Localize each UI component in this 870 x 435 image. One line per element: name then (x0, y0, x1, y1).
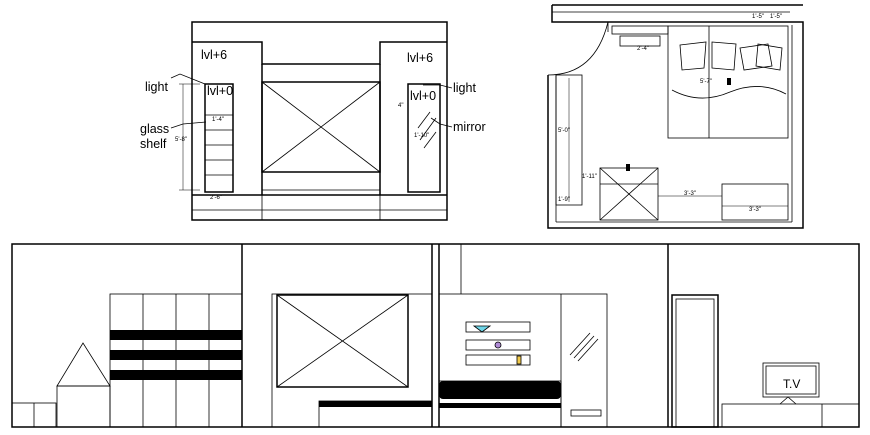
section-shelf-band (110, 370, 242, 380)
door-swing-arc (547, 21, 609, 76)
plan-pillow (739, 43, 773, 71)
plan-side-cabinet (721, 183, 789, 221)
plan-pillow (711, 41, 737, 71)
dim-mirror-width: 1'-10" (414, 133, 429, 139)
section-glass-shelf (465, 321, 531, 333)
bedroom-section-elevation: T.V (11, 243, 860, 428)
section-drawer (570, 409, 602, 417)
section-mirror-hatch (573, 335, 595, 359)
light-label-left: light (145, 80, 168, 94)
plan-dim-door: 2'-4" (637, 46, 649, 52)
plan-door-panel (619, 35, 661, 47)
section-mirror-hatch (569, 332, 591, 356)
section-door (671, 294, 719, 428)
section-bed-line (439, 403, 561, 408)
leader-light-right (423, 84, 453, 89)
plan-dim-cabinet-mid: 3'-3" (684, 191, 696, 197)
section-television-stand (779, 396, 797, 405)
plan-desk-diagonal (599, 167, 659, 221)
mirror-hatch (417, 111, 431, 129)
level-label-left-top: lvl+6 (201, 48, 227, 62)
plan-dim-desk: 1'-11" (582, 174, 597, 180)
section-outline (11, 243, 860, 428)
section-shelf-decor (494, 341, 502, 349)
plan-dim-cabinet-right: 3'-3" (749, 207, 761, 213)
mirror-hatch (423, 131, 437, 149)
dim-shelf-height: 5'-8" (175, 137, 187, 143)
bedroom-floor-plan: 1'-5" 1'-5" 2'-4" 5'-7" 5'-0" 1'-11" 1'-… (547, 4, 804, 229)
level-label-right-top: lvl+6 (407, 51, 433, 65)
glass-label: glass (140, 122, 169, 136)
plan-desk-marker (626, 164, 630, 171)
plan-pillow (755, 43, 783, 71)
section-shelf-decor (472, 325, 492, 333)
plan-dim-top-a: 1'-5" (752, 14, 764, 20)
level-label-left-bottom: lvl+0 (207, 84, 233, 98)
plan-outer-wall (547, 5, 804, 229)
plan-bed (667, 25, 789, 139)
section-triangle-base (56, 385, 111, 428)
section-bed-headboard (439, 381, 561, 399)
mirror-hatch (419, 117, 437, 141)
plan-dim-bed: 5'-7" (700, 79, 712, 85)
section-shelf-band (110, 330, 242, 340)
dim-shelf-gap: 1'-4" (212, 117, 224, 123)
plan-dim-cabinet-left: 1'-9" (558, 197, 570, 203)
section-tv-panel (276, 294, 409, 388)
section-glass-shelf (465, 339, 531, 351)
section-shelf-band (110, 350, 242, 360)
shelf-label: shelf (140, 137, 167, 151)
glass-shelf-unit (204, 83, 234, 193)
tv-label: T.V (783, 377, 800, 391)
mirror-label: mirror (453, 120, 486, 134)
leader-glass-shelf (170, 121, 207, 129)
plan-bed-sheet-fold (671, 86, 787, 99)
light-label-right: light (453, 81, 476, 95)
plan-top-cabinet (611, 25, 669, 35)
plan-dim-wall-left: 5'-0" (558, 128, 570, 134)
plan-wardrobe (555, 74, 583, 206)
section-bed-mattress (319, 401, 432, 407)
level-label-right-bottom: lvl+0 (410, 89, 436, 103)
dim-base: 2'-6" (210, 195, 222, 201)
plan-pillow (679, 41, 707, 71)
elevation-center-panel (261, 81, 381, 173)
wardrobe-elevation: lvl+6 lvl+0 lvl+6 lvl+0 light light glas… (140, 21, 486, 221)
leader-light-left (170, 73, 206, 85)
mirror-panel (407, 83, 441, 193)
section-television-screen (765, 365, 817, 395)
section-television (762, 362, 820, 398)
section-panel-diagonal (276, 294, 409, 388)
dim-mirror-side: 4" (398, 103, 403, 109)
leader-mirror (430, 117, 453, 128)
elevation-panel-diagonal (261, 81, 381, 173)
elevation-outline (191, 21, 448, 221)
section-glass-shelf (465, 354, 531, 366)
section-tv-console (721, 403, 860, 428)
section-door-panel (675, 298, 715, 428)
plan-dim-top-b: 1'-5" (770, 14, 782, 20)
section-shelf-decor (516, 355, 522, 365)
section-mirror-hatch (577, 338, 599, 362)
plan-lamp-marker (727, 78, 731, 85)
section-triangle-unit (56, 342, 111, 387)
elevation-head-line (192, 41, 447, 65)
